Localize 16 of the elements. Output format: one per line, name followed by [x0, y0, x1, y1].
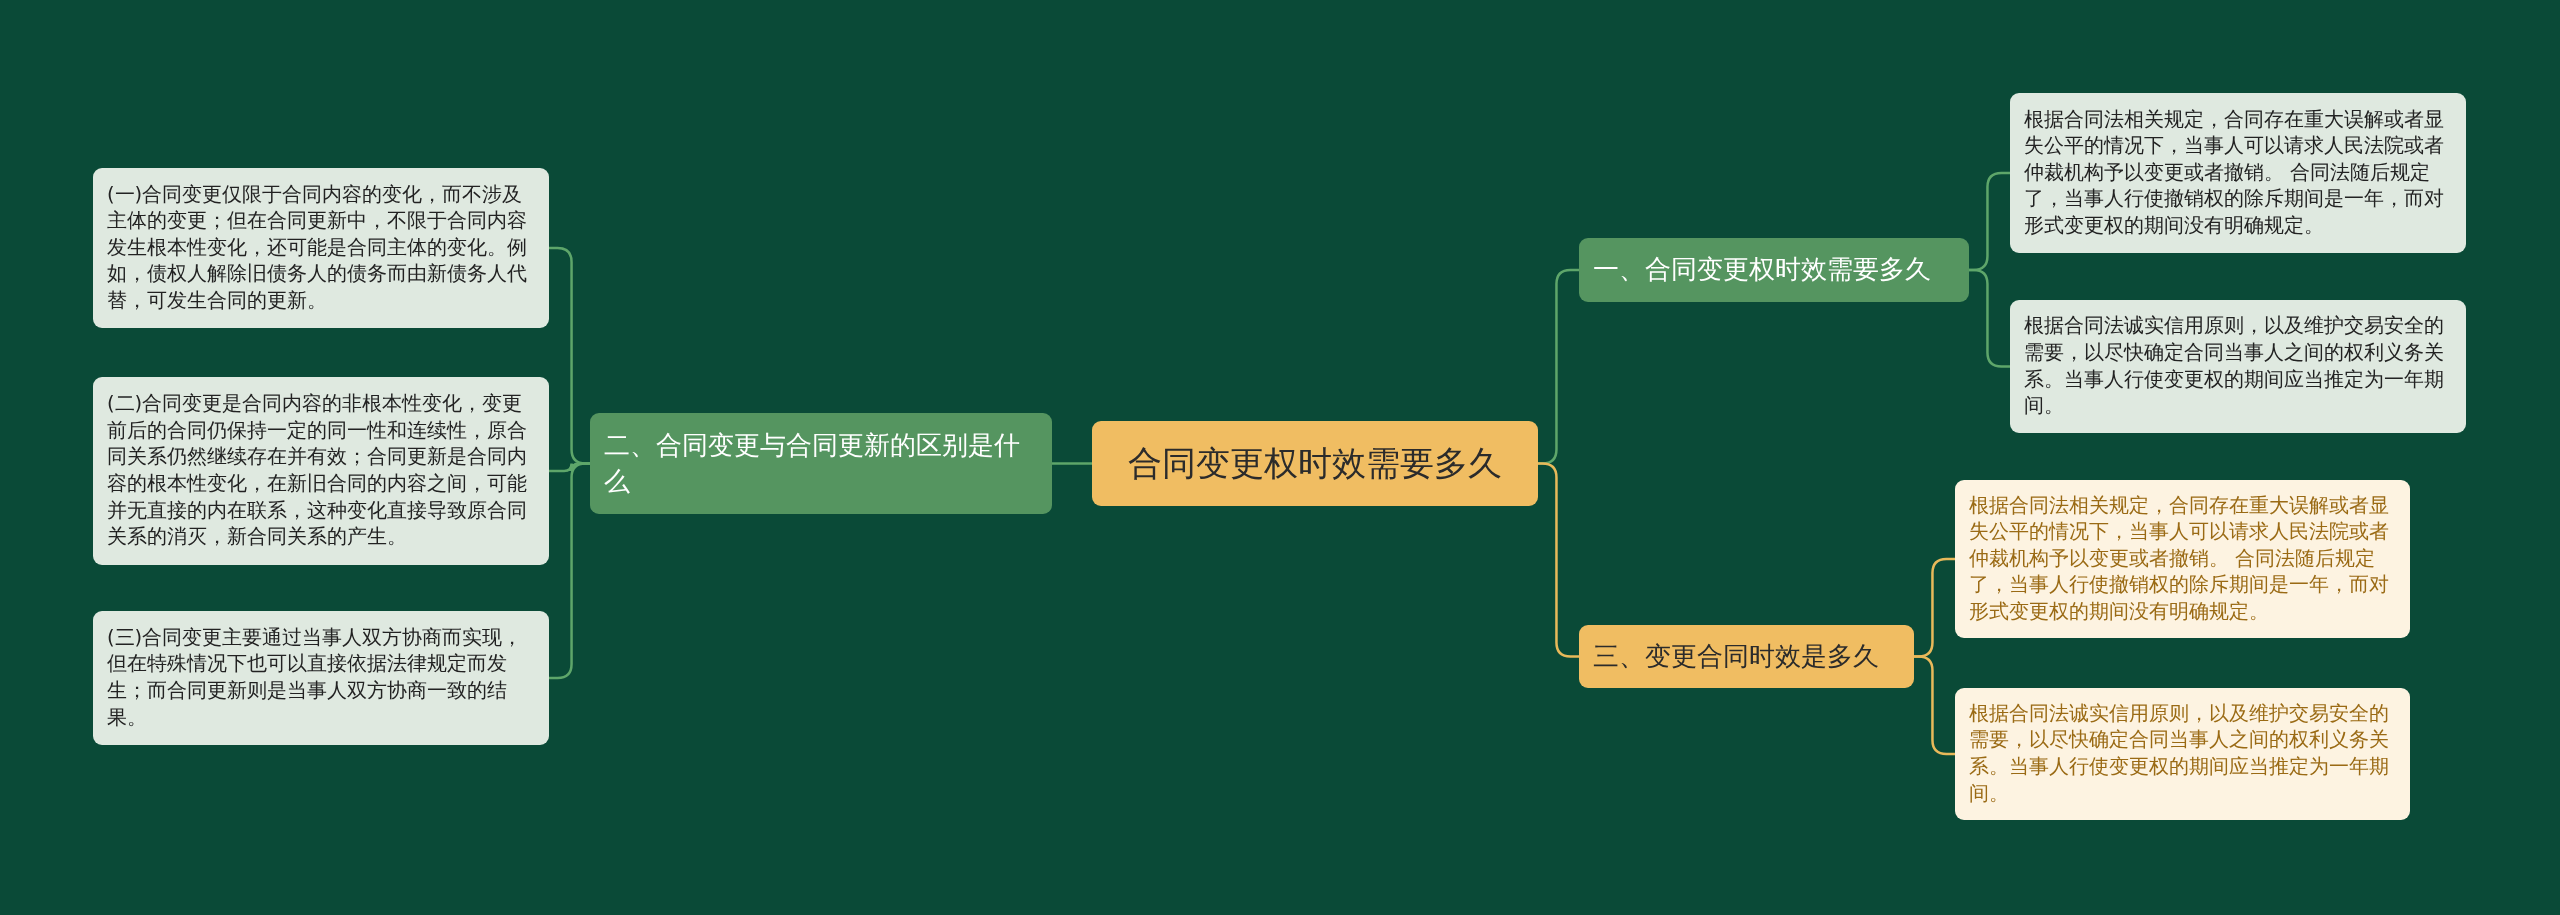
topic-box: 一、合同变更权时效需要多久 — [1579, 238, 1969, 302]
topic-box: 三、变更合同时效是多久 — [1579, 625, 1914, 688]
connector-line — [1914, 655, 1955, 756]
connector-line — [549, 462, 590, 680]
connector-line — [1969, 268, 2010, 368]
note-box: 根据合同法相关规定，合同存在重大误解或者显失公平的情况下，当事人可以请求人民法院或者仲裁机构予以变更或者撤销。 合同法随后规定了，当事人行使撤销权的除斥期间是一年，而对形式变更权的期间没有明确规定。 — [2010, 93, 2466, 253]
note-box: 根据合同法诚实信用原则，以及维护交易安全的需要，以尽快确定合同当事人之间的权利义务关系。当事人行使变更权的期间应当推定为一年期间。 — [2010, 300, 2466, 433]
note-box: (一)合同变更仅限于合同内容的变化，而不涉及主体的变更；但在合同更新中，不限于合同内容发生根本性变化，还可能是合同主体的变化。例如，债权人解除旧债务人的债务而由新债务人代替，可发生合同的更新。 — [93, 168, 549, 328]
connector-line — [1538, 462, 1579, 658]
connector-line — [1052, 462, 1092, 465]
note-box: 根据合同法相关规定，合同存在重大误解或者显失公平的情况下，当事人可以请求人民法院或者仲裁机构予以变更或者撤销。 合同法随后规定了，当事人行使撤销权的除斥期间是一年，而对形式变更权的期间没有明确规定。 — [1955, 480, 2410, 638]
note-box: 根据合同法诚实信用原则，以及维护交易安全的需要，以尽快确定合同当事人之间的权利义务关系。当事人行使变更权的期间应当推定为一年期间。 — [1955, 688, 2410, 820]
note-box: (二)合同变更是合同内容的非根本性变化，变更前后的合同仍保持一定的同一性和连续性，原合同关系仍然继续存在并有效；合同更新是合同内容的根本性变化，在新旧合同的内容之间，可能并无直接的内在联系，这种变化直接导致原合同关系的消灭，新合同关系的产生。 — [93, 377, 549, 565]
note-box: (三)合同变更主要通过当事人双方协商而实现，但在特殊情况下也可以直接依据法律规定而发生；而合同更新则是当事人双方协商一致的结果。 — [93, 611, 549, 745]
central-topic-box: 合同变更权时效需要多久 — [1092, 421, 1538, 506]
topic-box: 二、合同变更与合同更新的区别是什么 — [590, 413, 1052, 514]
